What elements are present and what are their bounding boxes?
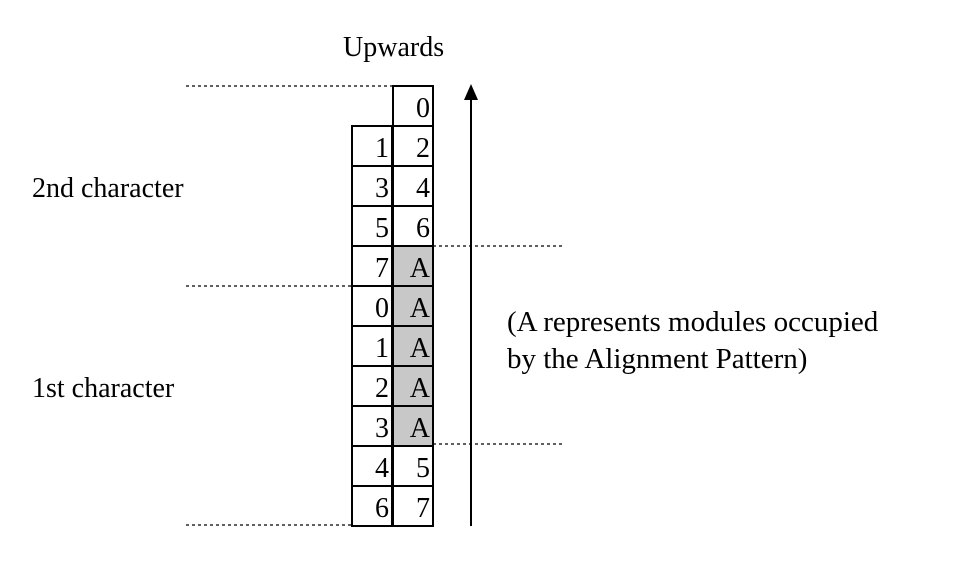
alignment-note: (A represents modules occupied by the Al… (507, 304, 878, 378)
module-bit-label: 0 (416, 93, 430, 124)
module-cell (392, 445, 434, 487)
alignment-module-label: A (410, 333, 431, 364)
module-bit-label: 5 (375, 213, 389, 244)
alignment-module-label: A (410, 373, 431, 404)
second-character-label: 2nd character (32, 173, 184, 204)
alignment-module-cell (392, 285, 434, 327)
alignment-module-label: A (410, 413, 431, 444)
alignment-module-label: A (410, 293, 431, 324)
first-character-label: 1st character (32, 373, 175, 404)
module-bit-label: 1 (375, 333, 389, 364)
module-cell (392, 125, 434, 167)
module-bit-label: 0 (375, 293, 389, 324)
module-bit-label: 2 (375, 373, 389, 404)
alignment-module-cell (392, 325, 434, 367)
module-bit-label: 7 (416, 493, 430, 524)
arrow-head (464, 84, 478, 100)
alignment-module-label: A (410, 253, 431, 284)
module-bit-label: 2 (416, 133, 430, 164)
module-cell (392, 165, 434, 207)
module-bit-label: 5 (416, 453, 430, 484)
module-cell (392, 205, 434, 247)
module-bit-label: 4 (375, 453, 389, 484)
module-bit-label: 1 (375, 133, 389, 164)
module-bit-label: 4 (416, 173, 430, 204)
module-bit-label: 3 (375, 173, 389, 204)
module-bit-label: 7 (375, 253, 389, 284)
module-bit-label: 3 (375, 413, 389, 444)
arrow-up-icon (464, 84, 478, 526)
guide-lines (186, 85, 562, 526)
direction-label: Upwards (343, 32, 445, 63)
module-cell (351, 245, 393, 287)
alignment-note-line-1: (A represents modules occupied (507, 306, 879, 338)
alignment-note-line-2: by the Alignment Pattern) (507, 343, 808, 375)
module-cell (392, 485, 434, 527)
module-bit-label: 6 (416, 213, 430, 244)
module-cell (351, 405, 393, 447)
module-bit-label: 6 (375, 493, 389, 524)
alignment-module-cell (392, 245, 434, 287)
